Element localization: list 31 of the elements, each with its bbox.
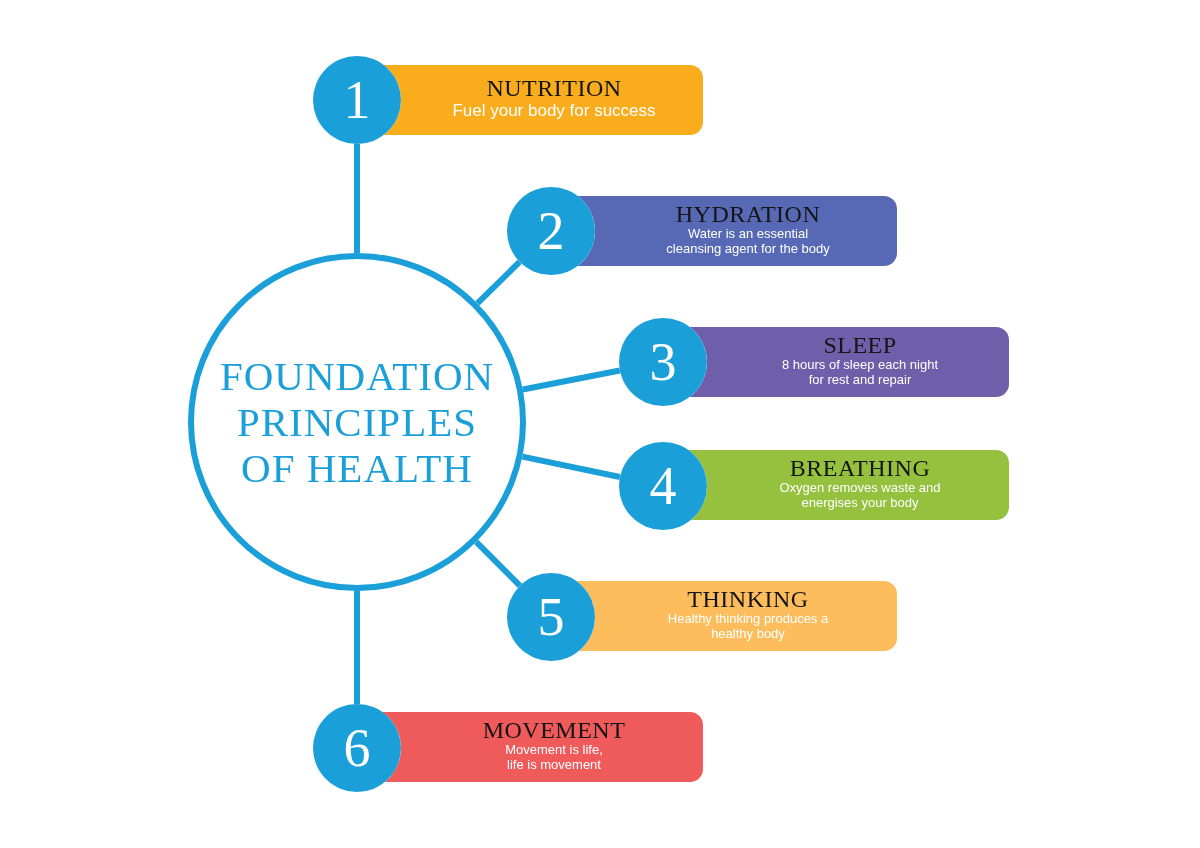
- topic-banner: [382, 712, 703, 782]
- hub-title: FOUNDATION PRINCIPLES OF HEALTH: [218, 353, 496, 491]
- banner-heading: MOVEMENT: [482, 716, 626, 744]
- banner-description: Oxygen removes waste and energises your body: [778, 481, 942, 512]
- banner-description: Fuel your body for success: [452, 101, 656, 121]
- banner-description: 8 hours of sleep each night for rest and repair: [780, 358, 940, 389]
- banner-heading: BREATHING: [789, 454, 931, 482]
- banner-heading: NUTRITION: [486, 75, 622, 102]
- step-number: 3: [649, 334, 677, 390]
- connector-line: [474, 539, 523, 588]
- banner-heading: SLEEP: [823, 331, 897, 359]
- connector-line: [475, 259, 522, 306]
- topic-banner: [576, 581, 897, 651]
- connector-line: [521, 453, 621, 480]
- connector-line: [354, 144, 360, 253]
- banner-heading: HYDRATION: [675, 200, 821, 228]
- topic-banner: [578, 196, 897, 266]
- topic-banner: [688, 450, 1009, 520]
- topic-banner: [690, 327, 1009, 397]
- connector-line: [354, 591, 360, 704]
- banner-description: Water is an essential cleansing agent for the body: [665, 227, 831, 258]
- banner-description: Healthy thinking produces a healthy body: [666, 612, 830, 643]
- banner-heading: THINKING: [687, 585, 809, 613]
- step-number: 2: [537, 203, 565, 259]
- banner-description: Movement is life, life is movement: [504, 743, 604, 774]
- connector-line: [522, 367, 621, 393]
- step-number: 5: [537, 589, 565, 645]
- step-number: 4: [649, 458, 677, 514]
- step-number: 1: [343, 72, 371, 128]
- topic-banner: [384, 65, 703, 135]
- step-number: 6: [343, 720, 371, 776]
